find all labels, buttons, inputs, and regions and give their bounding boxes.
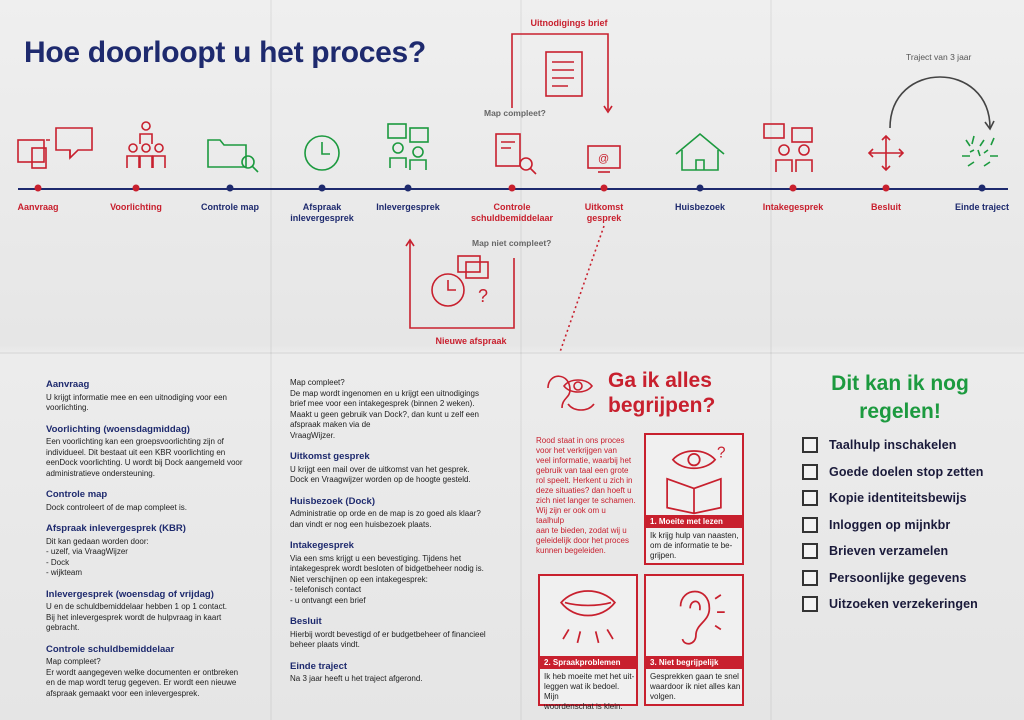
card-speech: 2. Spraakproblemen Ik heb moeite met het… (538, 574, 638, 711)
fold-line (520, 0, 522, 720)
timeline-dot (696, 184, 704, 192)
fold-line (270, 0, 272, 720)
branch-top-title: Uitnodigings brief (530, 18, 608, 28)
checklist-heading: Dit kan ik nog regelen! (831, 372, 969, 423)
eye-ear-icon (547, 375, 595, 411)
step-label-afspraak: Afspraak inlevergesprek (290, 202, 354, 223)
checklist-item[interactable]: Brieven verzamelen (802, 538, 984, 565)
letter-icon (545, 51, 583, 97)
branch-bottom-arrow (405, 238, 515, 329)
meeting-icon (763, 123, 813, 172)
card-reading: ? 1. Moeite met lezen Ik krijg hulp van … (644, 433, 744, 565)
section-inlevergesprek: Inlevergesprek (woensdag of vrijdag)U en… (46, 588, 228, 632)
timeline-dot (978, 184, 986, 192)
timeline-dot (789, 184, 797, 192)
section-map-compleet: Map compleet? De map wordt ingenomen en … (290, 378, 480, 440)
page-title: Hoe doorloopt u het proces? (24, 36, 426, 69)
section-afspraak: Afspraak inlevergesprek (KBR)Dit kan ged… (46, 523, 186, 577)
timeline-dot (508, 184, 516, 192)
step-label-controle-schuldbemiddelaar: Controle schuldbemiddelaar (470, 202, 554, 223)
step-label-einde: Einde traject (954, 202, 1010, 212)
reading-eye-icon: ? (666, 445, 726, 515)
checkbox[interactable] (802, 463, 818, 480)
dotted-connector (559, 225, 605, 353)
step-label-controle-map: Controle map (200, 202, 259, 212)
three-year-arc (889, 76, 995, 131)
timeline-dot (882, 184, 890, 192)
card-speech-caption: 2. Spraakproblemen (540, 656, 636, 669)
checklist-item[interactable]: Goede doelen stop zetten (802, 459, 984, 486)
step-label-voorlichting: Voorlichting (110, 202, 162, 212)
checklist-item[interactable]: Kopie identiteitsbewijs (802, 485, 984, 512)
conversation-icon (387, 123, 429, 170)
step-label-uitkomst: Uitkomst gesprek (584, 202, 624, 223)
timeline-dot (404, 184, 412, 192)
branch-top-question: Map compleet? (484, 108, 546, 118)
timeline-dot (318, 184, 326, 192)
checkbox[interactable] (802, 569, 818, 586)
arc-label: Traject van 3 jaar (906, 52, 972, 62)
svg-text:@: @ (598, 153, 609, 165)
checkbox[interactable] (802, 543, 818, 560)
svg-text:?: ? (717, 445, 726, 462)
fold-line (0, 352, 1024, 354)
house-icon (675, 132, 725, 171)
step-label-besluit: Besluit (870, 202, 901, 212)
email-screen-icon: @ (587, 145, 621, 173)
ear-icon (679, 590, 725, 645)
card-hearing: 3. Niet begrijpelijk Gesprekken gaan te … (644, 574, 744, 706)
step-label-inlevergesprek: Inlevergesprek (376, 202, 440, 212)
document-search-icon (495, 133, 537, 175)
branch-bottom-question: Map niet compleet? (472, 238, 552, 248)
checklist-item[interactable]: Persoonlijke gegevens (802, 565, 984, 592)
branch-bottom-title: Nieuwe afspraak (435, 336, 507, 346)
step-label-huisbezoek: Huisbezoek (674, 202, 725, 212)
svg-text:?: ? (478, 286, 488, 306)
fold-line (770, 0, 772, 720)
timeline-dot (132, 184, 140, 192)
timeline-dot (226, 184, 234, 192)
card-hearing-caption: 3. Niet begrijpelijk (646, 656, 742, 669)
celebration-icon (962, 135, 998, 167)
step-label-aanvraag: Aanvraag (17, 202, 59, 212)
checkbox[interactable] (802, 596, 818, 613)
folder-search-icon (207, 139, 259, 173)
checkbox[interactable] (802, 437, 818, 454)
checklist-item[interactable]: Uitzoeken verzekeringen (802, 591, 984, 618)
card-hearing-text: Gesprekken gaan te snel waardoor ik niet… (650, 672, 741, 701)
devices-chat-icon (17, 127, 93, 169)
arrows-cross-icon (867, 134, 905, 172)
checklist-item[interactable]: Inloggen op mijnkbr (802, 512, 984, 539)
understand-heading: Ga ik alles begrijpen? (608, 369, 716, 417)
checklist: Taalhulp inschakelen Goede doelen stop z… (802, 432, 984, 618)
timeline-graphics: @ (17, 33, 998, 353)
section-huisbezoek: Huisbezoek (Dock)Administratie op orde e… (290, 495, 481, 529)
step-label-intakegesprek: Intakegesprek (762, 202, 824, 212)
timeline-dot (600, 184, 608, 192)
branch-top-arrow (511, 33, 613, 114)
checkbox[interactable] (802, 516, 818, 533)
mouth-icon (559, 590, 617, 644)
timeline-dot (34, 184, 42, 192)
new-appointment-icon: ? (431, 255, 489, 307)
checkbox[interactable] (802, 490, 818, 507)
group-presentation-icon (126, 121, 166, 168)
section-voorlichting: Voorlichting (woensdagmiddag)Een voorlic… (46, 423, 243, 478)
card-speech-text: Ik heb moeite met het uit- leggen wat ik… (544, 672, 635, 711)
clock-icon (304, 135, 340, 171)
column-middle: Map compleet? De map wordt ingenomen en … (290, 378, 506, 696)
card-reading-caption: 1. Moeite met lezen (646, 515, 742, 528)
understand-intro: Rood staat in ons proces voor het verkri… (536, 436, 636, 555)
card-reading-text: Ik krijg hulp van naasten, om de informa… (650, 531, 739, 560)
checklist-item[interactable]: Taalhulp inschakelen (802, 432, 984, 459)
